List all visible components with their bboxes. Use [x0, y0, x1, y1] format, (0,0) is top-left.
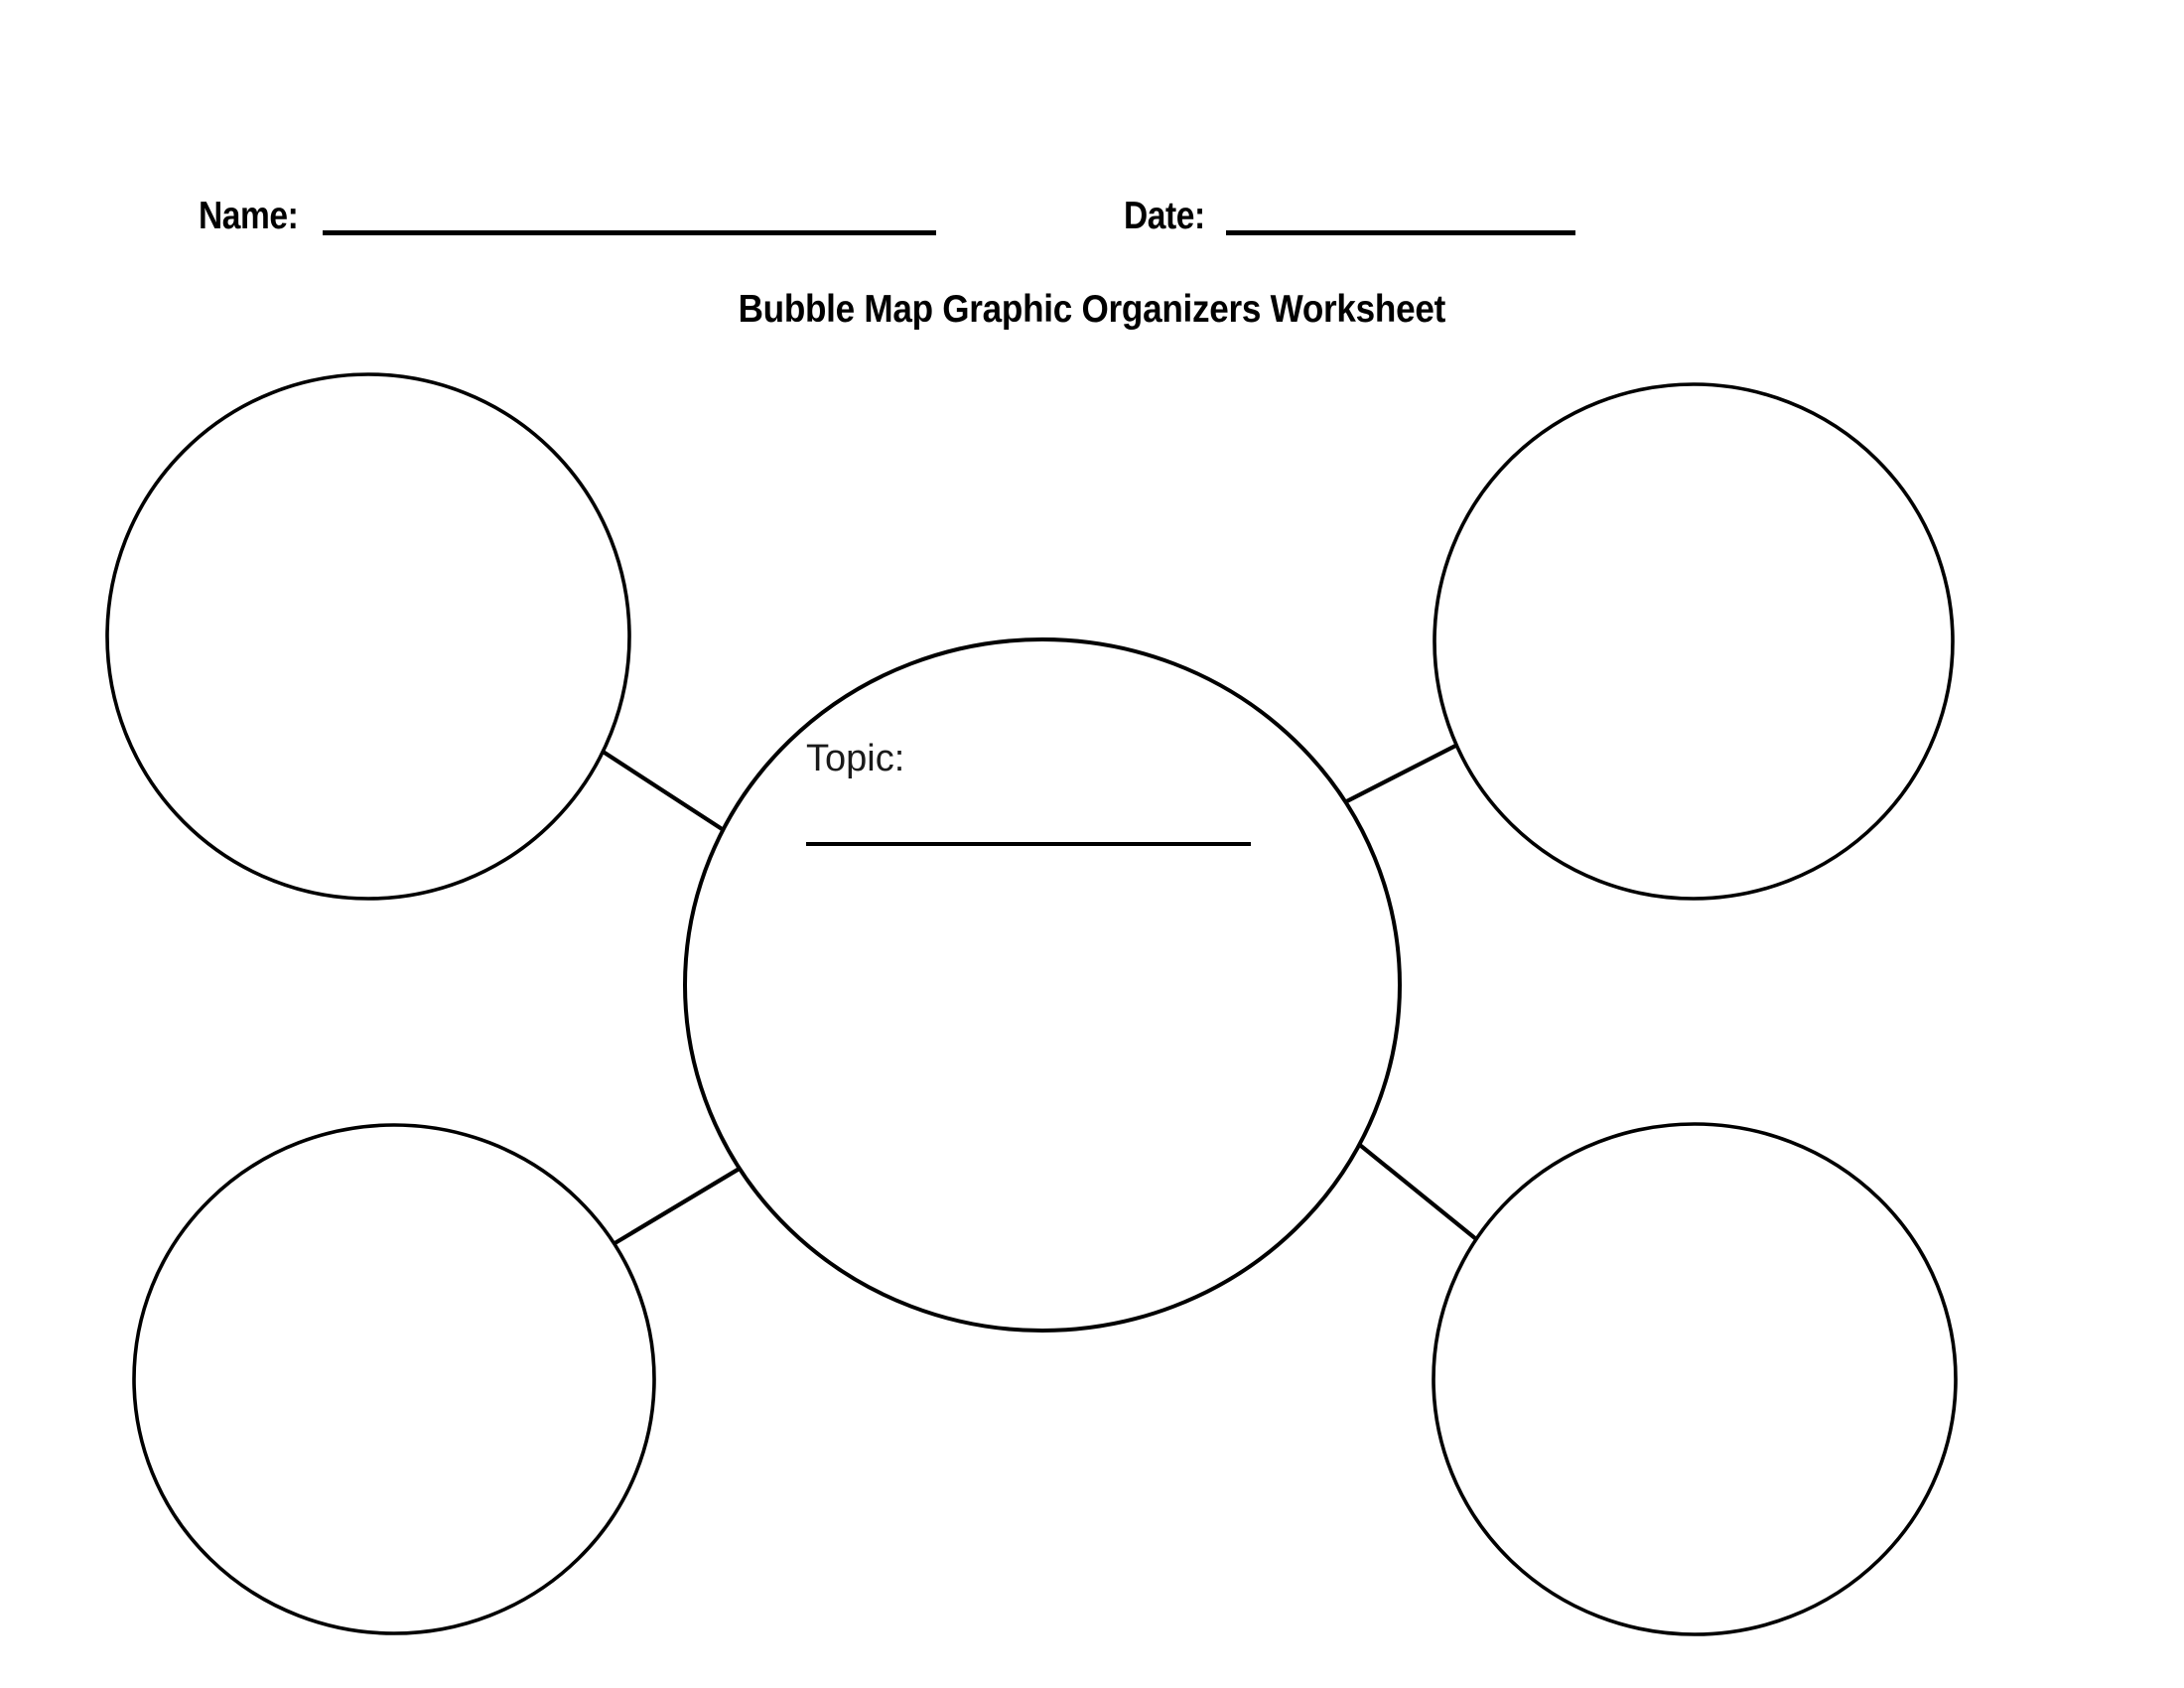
connector-top-right — [1332, 738, 1468, 810]
date-field-label: Date: — [1124, 195, 1205, 237]
date-field-write-line[interactable] — [1226, 230, 1576, 235]
header-row: Name: Date: — [0, 195, 2184, 254]
page-title: Bubble Map Graphic Organizers Worksheet — [0, 288, 2184, 332]
connector-bottom-left — [610, 1153, 764, 1247]
topic-block: Topic: — [806, 740, 1273, 846]
name-field[interactable]: Name: — [199, 195, 936, 238]
page-title-text: Bubble Map Graphic Organizers Worksheet — [738, 288, 1446, 331]
bubble-bottom-right[interactable] — [1432, 1122, 1958, 1636]
bubble-center-topic[interactable] — [683, 637, 1402, 1333]
name-field-label: Name: — [199, 195, 299, 237]
bubble-top-right[interactable] — [1433, 382, 1955, 901]
bubble-top-left[interactable] — [105, 372, 631, 901]
date-field[interactable]: Date: — [1124, 195, 1576, 238]
connector-top-left — [586, 740, 732, 836]
bubble-bottom-left[interactable] — [132, 1123, 656, 1635]
topic-write-line[interactable] — [806, 842, 1251, 846]
topic-label: Topic: — [806, 738, 905, 779]
name-field-write-line[interactable] — [322, 230, 936, 235]
